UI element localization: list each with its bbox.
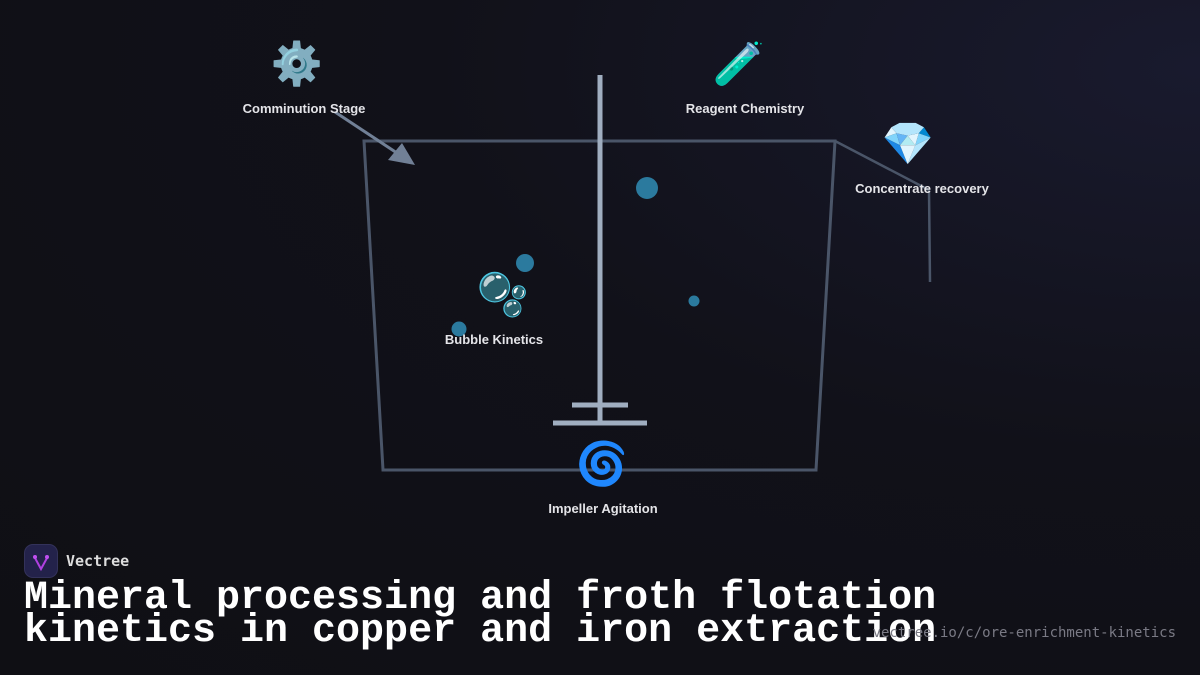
node-label-reagent: Reagent Chemistry: [685, 101, 805, 116]
node-label-comminution: Comminution Stage: [242, 101, 366, 116]
vectree-logo-icon: [24, 544, 58, 578]
bubbles-icon: 🫧: [476, 271, 530, 318]
brand-name: Vectree: [66, 552, 130, 570]
cyclone-icon: 🌀: [575, 440, 629, 487]
concentrate-launder: [834, 139, 932, 283]
bubble: [516, 254, 534, 272]
gem-icon: 💎: [881, 120, 935, 167]
source-url: vectree.io/c/ore-enrichment-kinetics: [872, 625, 1176, 641]
tank-outline: [362, 139, 837, 472]
page-title: Mineral processing and froth flotation k…: [24, 576, 937, 654]
bubble: [451, 321, 467, 337]
title-line-2: kinetics in copper and iron extraction: [24, 609, 937, 654]
node-label-impeller: Impeller Agitation: [548, 501, 658, 516]
test-tube-icon: 🧪: [712, 40, 766, 87]
gear-icon: ⚙️: [270, 40, 324, 87]
title-line-1: Mineral processing and froth flotation: [24, 576, 937, 621]
bubble: [636, 177, 658, 199]
node-label-bubble: Bubble Kinetics: [444, 332, 544, 347]
feed-arrow: [334, 110, 401, 157]
brand: Vectree: [24, 544, 129, 578]
feed-arrowhead: [388, 143, 415, 165]
bubble: [688, 295, 700, 307]
node-label-concentrate: Concentrate recovery: [855, 181, 989, 196]
